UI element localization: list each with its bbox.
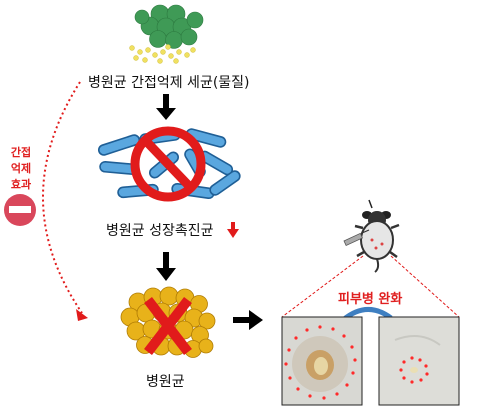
skin-label: 피부병 완화 — [338, 292, 403, 307]
lesion-dots-before — [284, 325, 357, 400]
down-arrow-icon — [156, 94, 176, 120]
lesion-dots-after — [399, 356, 429, 384]
decrease-arrow-icon — [227, 222, 239, 238]
skin-photo-before — [281, 316, 363, 406]
side-effect-label: 간접 억제 효과 — [6, 145, 36, 193]
side-effect-line1: 간접 — [10, 146, 32, 159]
curved-arrow-icon — [42, 81, 88, 321]
top-label: 병원균 간접억제 세균(물질) — [88, 75, 250, 91]
middle-label: 병원균 성장촉진균 — [106, 223, 214, 239]
side-effect-line3: 효과 — [10, 178, 32, 191]
bottom-label: 병원균 — [146, 374, 185, 390]
minus-icon — [4, 194, 36, 226]
syringe-icon — [343, 229, 370, 247]
side-effect-line2: 억제 — [10, 162, 32, 175]
green-bacteria-cluster — [134, 4, 204, 49]
yellow-particles — [129, 44, 196, 64]
cross-icon — [144, 296, 192, 356]
prohibit-icon — [130, 126, 206, 202]
right-arrow-icon — [233, 310, 263, 330]
projection-lines — [281, 255, 460, 318]
down-arrow-icon — [156, 252, 176, 281]
